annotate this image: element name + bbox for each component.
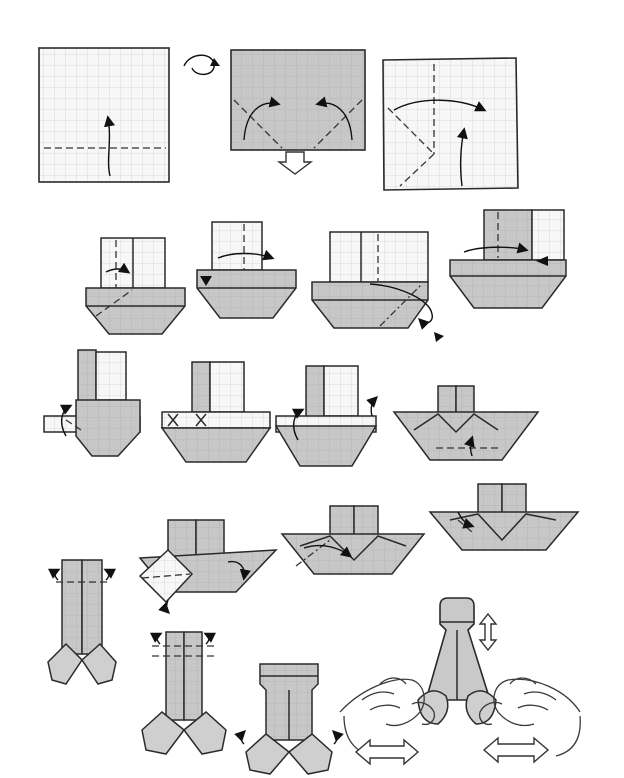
step-17 [234, 663, 344, 775]
step-12 [138, 519, 278, 614]
step-7 [449, 209, 567, 309]
step-16 [141, 631, 227, 755]
step-14 [428, 483, 580, 551]
step-15 [47, 559, 117, 685]
step-1 [38, 47, 170, 183]
step-4 [85, 237, 186, 335]
step-11 [392, 385, 540, 461]
step-5 [196, 221, 297, 319]
turn-over-symbol [183, 54, 220, 75]
step-9 [160, 361, 272, 463]
step-13 [280, 505, 426, 575]
step-10 [274, 365, 378, 467]
step-8 [43, 349, 141, 457]
step-18 [339, 597, 581, 766]
step-6 [311, 231, 444, 342]
step-2 [230, 49, 366, 175]
step-3 [382, 57, 519, 191]
